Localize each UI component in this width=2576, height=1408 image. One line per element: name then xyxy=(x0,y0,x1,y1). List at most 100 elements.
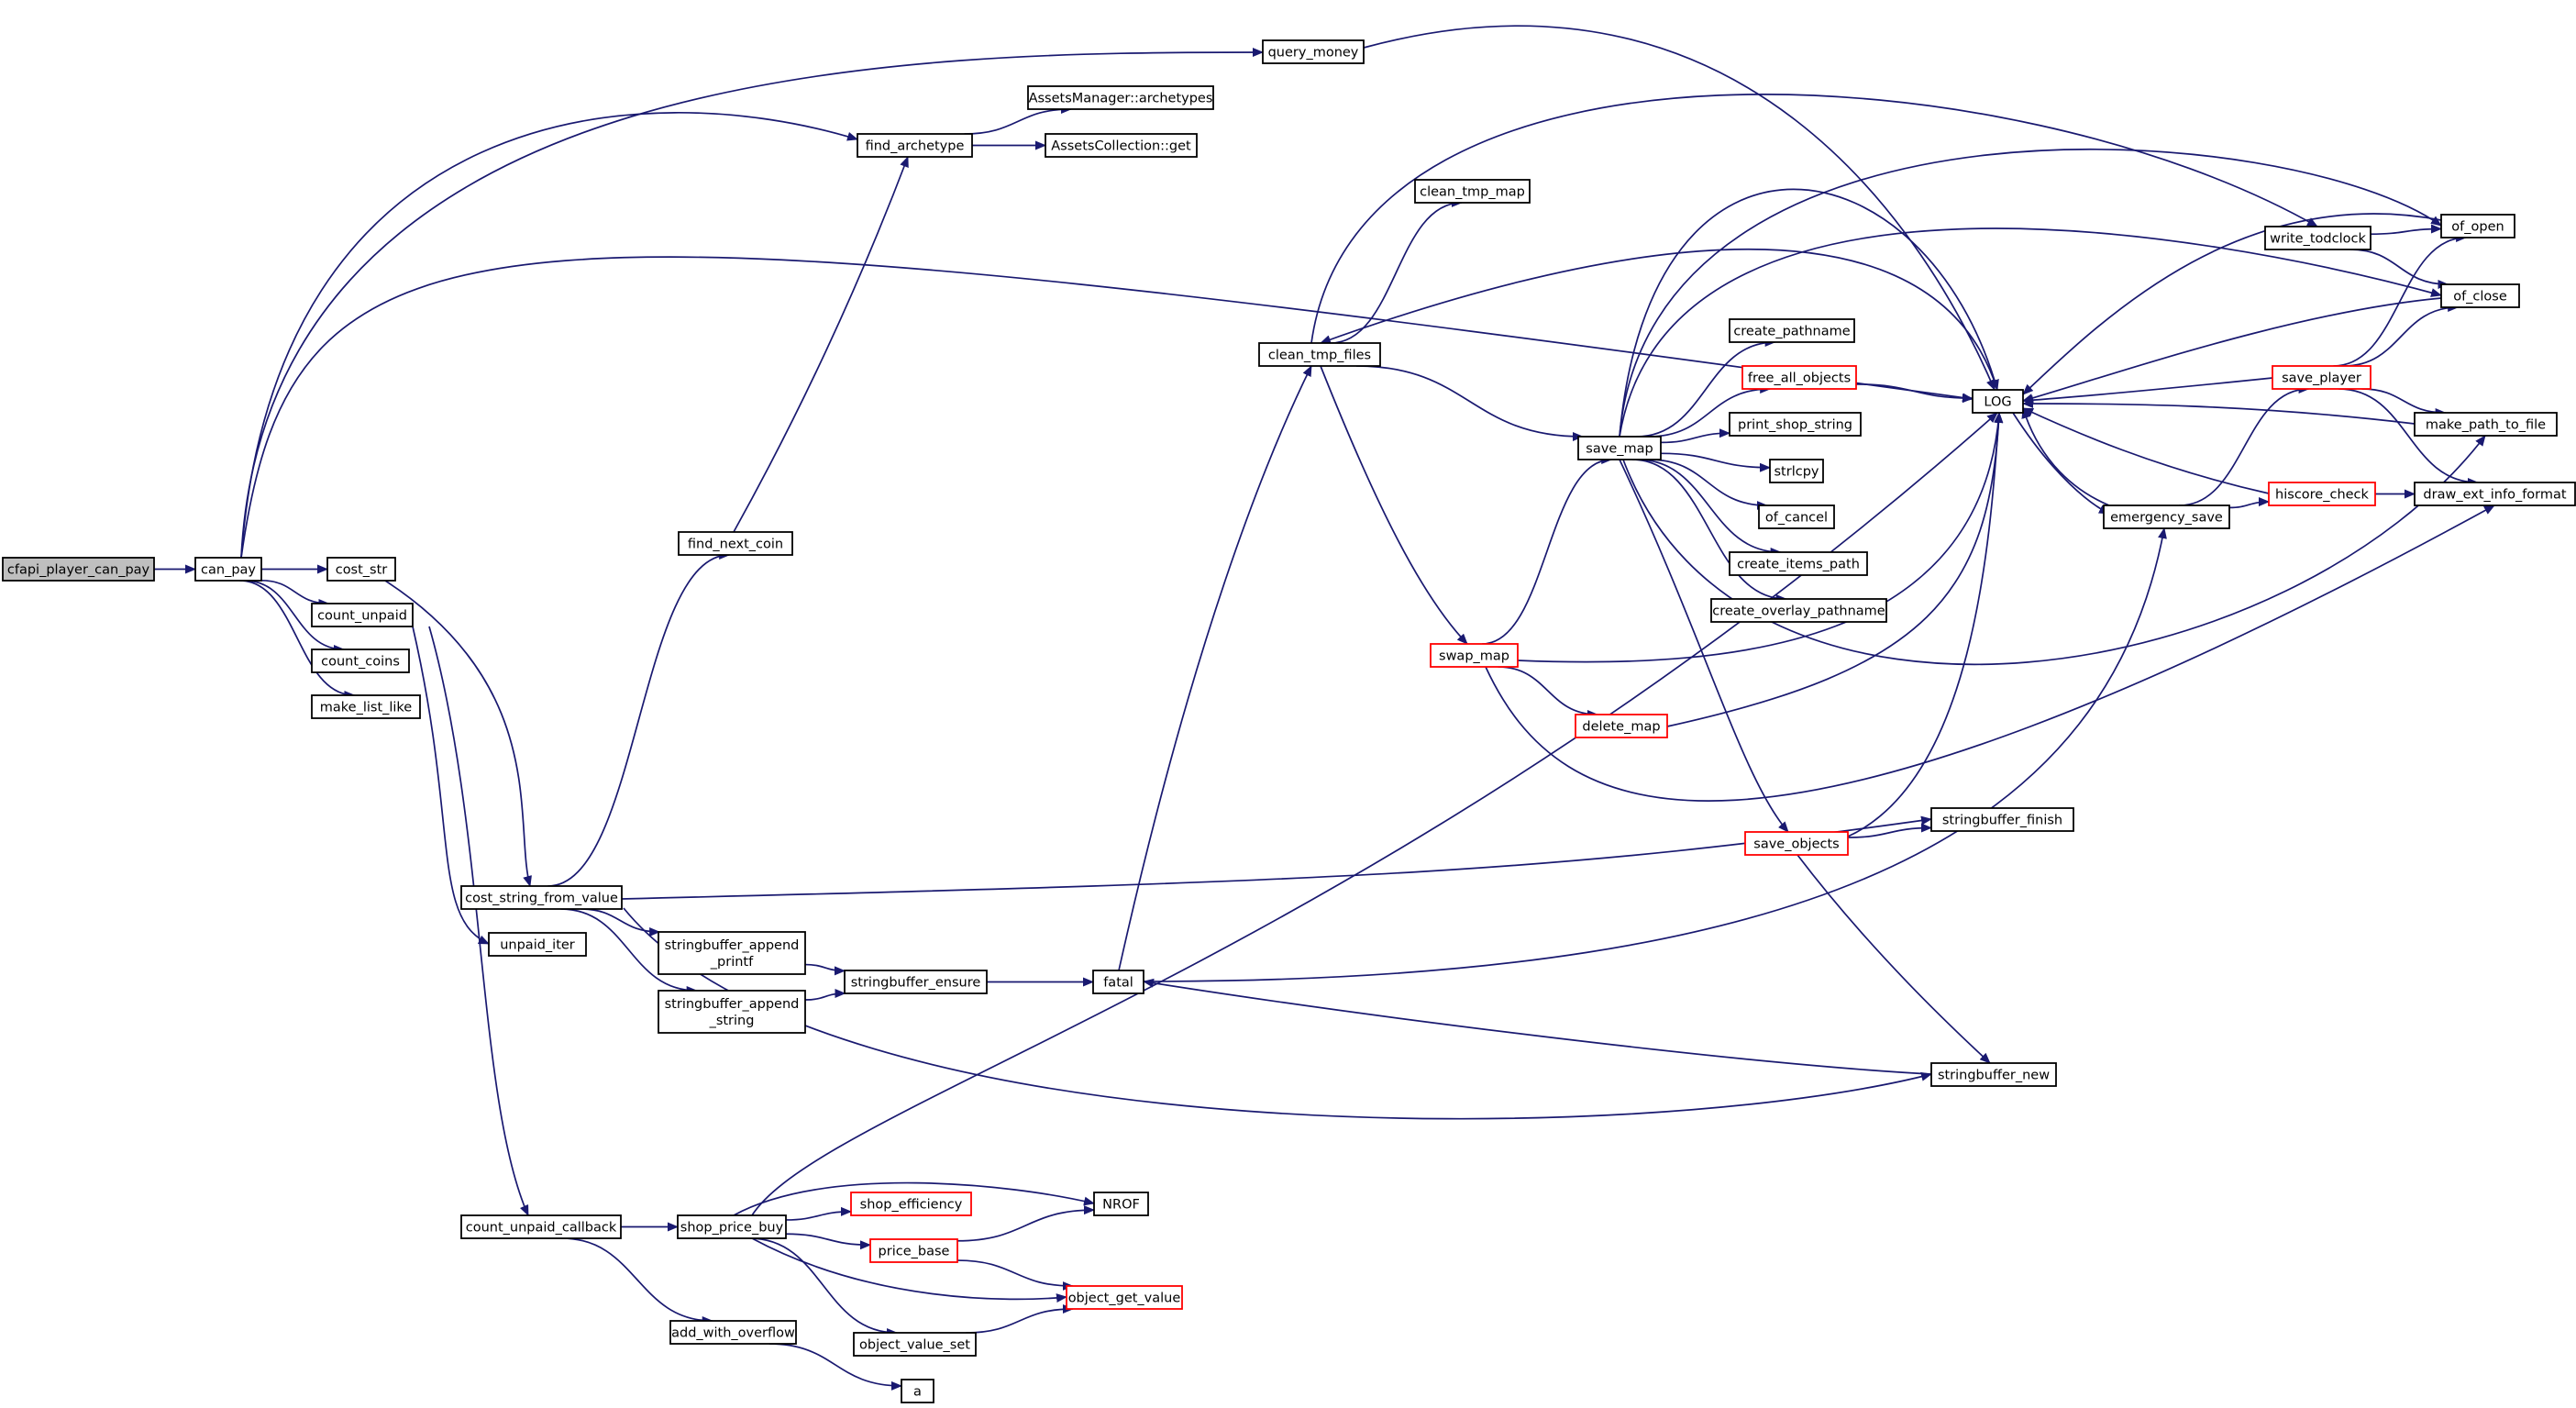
node-sb_ensure[interactable]: stringbuffer_ensure xyxy=(844,970,988,994)
node-label: stringbuffer_append xyxy=(665,938,800,953)
node-label: draw_ext_info_format xyxy=(2423,488,2566,503)
edge-sb_new-to-fatal xyxy=(1143,978,1932,1075)
edge-emergency_save-to-hiscore_check xyxy=(2228,497,2270,509)
edge-query_money-to-LOG xyxy=(1363,25,1996,391)
node-make_path_to_file[interactable]: make_path_to_file xyxy=(2414,412,2558,437)
node-find_next_coin[interactable]: find_next_coin xyxy=(678,531,793,556)
node-swap_map[interactable]: swap_map xyxy=(1430,643,1519,668)
node-label: hiscore_check xyxy=(2275,488,2369,503)
node-hiscore_check[interactable]: hiscore_check xyxy=(2268,482,2376,506)
edge-save_map-to-LOG xyxy=(1619,188,1999,438)
node-of_open[interactable]: of_open xyxy=(2440,214,2515,238)
node-cfapi_player_can_pay[interactable]: cfapi_player_can_pay xyxy=(2,557,155,582)
node-label: stringbuffer_append xyxy=(665,997,800,1012)
node-box xyxy=(2272,365,2371,390)
node-label: swap_map xyxy=(1439,649,1509,664)
node-create_overlay_pathname[interactable]: create_overlay_pathname xyxy=(1710,598,1887,623)
node-count_unpaid_callback[interactable]: count_unpaid_callback xyxy=(460,1214,622,1239)
node-save_objects[interactable]: save_objects xyxy=(1744,831,1849,856)
node-shop_price_buy[interactable]: shop_price_buy xyxy=(677,1214,787,1239)
node-box xyxy=(1758,504,1835,529)
node-sb_finish[interactable]: stringbuffer_finish xyxy=(1930,807,2074,832)
node-box xyxy=(1414,179,1531,204)
node-box xyxy=(2414,412,2558,437)
edge-save_objects-to-sb_new xyxy=(1797,854,1991,1064)
edge-count_unpaid_callback-to-add_with_overflow xyxy=(561,1237,713,1325)
node-save_map[interactable]: save_map xyxy=(1577,436,1662,460)
node-query_money[interactable]: query_money xyxy=(1262,39,1365,64)
edge-write_todclock-to-of_close xyxy=(2349,249,2449,289)
node-label: print_shop_string xyxy=(1738,418,1852,433)
node-cost_string_from_value[interactable]: cost_string_from_value xyxy=(460,885,623,910)
node-save_player[interactable]: save_player xyxy=(2272,365,2371,390)
node-ac_get[interactable]: AssetsCollection::get xyxy=(1045,133,1198,158)
edge-LOG-to-emergency_save xyxy=(2012,412,2110,515)
node-label: find_next_coin xyxy=(688,538,783,552)
node-sb_append_string[interactable]: stringbuffer_append_string xyxy=(658,990,806,1034)
edges-layer xyxy=(153,25,2495,1391)
node-box xyxy=(1045,133,1198,158)
node-box xyxy=(1575,714,1668,738)
node-price_base[interactable]: price_base xyxy=(869,1238,958,1263)
node-delete_map[interactable]: delete_map xyxy=(1575,714,1668,738)
node-LOG[interactable]: LOG xyxy=(1972,389,2024,414)
node-emergency_save[interactable]: emergency_save xyxy=(2103,504,2230,529)
node-clean_tmp_map[interactable]: clean_tmp_map xyxy=(1414,179,1531,204)
node-print_shop_string[interactable]: print_shop_string xyxy=(1729,412,1862,437)
edge-clean_tmp_files-to-clean_tmp_map xyxy=(1330,198,1463,344)
node-object_value_set[interactable]: object_value_set xyxy=(853,1332,977,1357)
edge-can_pay-to-count_coins xyxy=(244,580,345,654)
edge-save_map-to-strlcpy xyxy=(1660,452,1771,472)
node-add_with_overflow[interactable]: add_with_overflow xyxy=(669,1320,797,1345)
edge-save_map-to-create_items_path xyxy=(1637,459,1782,557)
edge-fatal-to-clean_tmp_files xyxy=(1118,365,1312,971)
node-of_cancel[interactable]: of_cancel xyxy=(1758,504,1835,529)
node-box xyxy=(901,1379,934,1403)
node-am_archetypes[interactable]: AssetsManager::archetypes xyxy=(1027,85,1214,110)
node-fatal[interactable]: fatal xyxy=(1092,970,1144,994)
node-box xyxy=(677,1214,787,1239)
edge-delete_map-to-LOG xyxy=(1666,412,2004,727)
node-create_pathname[interactable]: create_pathname xyxy=(1729,318,1855,343)
node-box xyxy=(1741,365,1857,390)
node-box xyxy=(1729,412,1862,437)
edge-clean_tmp_files-to-save_map xyxy=(1356,365,1584,441)
edge-save_player-to-draw_ext_info_format xyxy=(2338,388,2479,487)
edge-of_open-to-LOG xyxy=(2022,213,2442,395)
node-sb_append_printf[interactable]: stringbuffer_append_printf xyxy=(658,931,806,975)
node-can_pay[interactable]: can_pay xyxy=(194,557,262,582)
node-sb_new[interactable]: stringbuffer_new xyxy=(1930,1062,2057,1087)
node-clean_tmp_files[interactable]: clean_tmp_files xyxy=(1258,342,1381,367)
node-label: a xyxy=(913,1385,922,1400)
node-label: stringbuffer_ensure xyxy=(851,976,981,991)
edge-swap_map-to-LOG xyxy=(1517,412,2004,663)
edge-save_player-to-make_path_to_file xyxy=(2361,388,2447,417)
node-label: can_pay xyxy=(201,563,256,578)
node-object_get_value[interactable]: object_get_value xyxy=(1066,1285,1183,1310)
node-NROF[interactable]: NROF xyxy=(1093,1192,1149,1216)
node-draw_ext_info_format[interactable]: draw_ext_info_format xyxy=(2414,482,2576,506)
edge-shop_price_buy-to-NROF xyxy=(733,1181,1095,1216)
node-cost_str[interactable]: cost_str xyxy=(326,557,396,582)
edge-shop_price_buy-to-object_value_set xyxy=(749,1237,899,1337)
edge-save_map-to-create_pathname xyxy=(1636,338,1776,438)
node-label: price_base xyxy=(879,1245,950,1259)
node-of_close[interactable]: of_close xyxy=(2440,283,2520,308)
node-write_todclock[interactable]: write_todclock xyxy=(2264,226,2371,250)
node-box xyxy=(1027,85,1214,110)
node-shop_efficiency[interactable]: shop_efficiency xyxy=(850,1192,972,1216)
node-find_archetype[interactable]: find_archetype xyxy=(857,133,973,158)
node-label: unpaid_iter xyxy=(500,938,575,953)
node-count_unpaid[interactable]: count_unpaid xyxy=(311,603,414,627)
node-count_coins[interactable]: count_coins xyxy=(311,649,410,673)
node-a[interactable]: a xyxy=(901,1379,934,1403)
node-create_items_path[interactable]: create_items_path xyxy=(1729,551,1868,576)
node-box xyxy=(1729,551,1868,576)
node-make_list_like[interactable]: make_list_like xyxy=(311,694,421,719)
node-strlcpy[interactable]: strlcpy xyxy=(1769,459,1824,483)
node-free_all_objects[interactable]: free_all_objects xyxy=(1741,365,1857,390)
node-label: stringbuffer_finish xyxy=(1942,814,2062,828)
node-unpaid_iter[interactable]: unpaid_iter xyxy=(488,932,587,957)
edge-clean_tmp_files-to-swap_map xyxy=(1320,365,1468,645)
